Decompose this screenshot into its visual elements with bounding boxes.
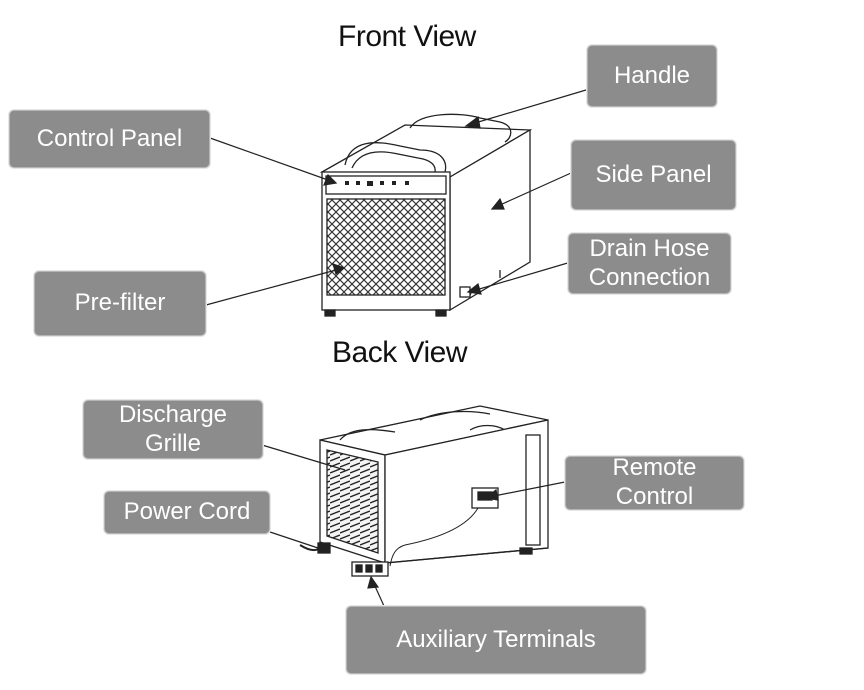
control-panel-leader xyxy=(209,137,329,181)
discharge-grille-leader xyxy=(261,444,346,471)
front-unit xyxy=(319,113,533,317)
back-view-title: Back View xyxy=(332,336,468,369)
remote-control-callout: Remote Control xyxy=(565,454,744,510)
control-panel-callout: Control Panel xyxy=(9,110,210,168)
pre-filter-leader xyxy=(205,269,337,306)
handle-leader xyxy=(474,89,587,124)
leader-lines xyxy=(205,89,587,607)
side-panel-callout: Side Panel xyxy=(571,140,736,210)
drain-hose-callout: Drain Hose Connection xyxy=(568,233,731,294)
power-cord-callout: Power Cord xyxy=(104,491,270,534)
discharge-grille-shape xyxy=(326,449,379,554)
pre-filter-callout: Pre-filter xyxy=(34,271,206,336)
remote-control-leader xyxy=(493,481,566,497)
auxiliary-terminals-callout: Auxiliary Terminals xyxy=(346,606,646,674)
handle-callout: Handle xyxy=(587,45,717,107)
discharge-grille-callout: Discharge Grille xyxy=(83,400,263,459)
handle-shape xyxy=(344,113,512,173)
control-panel-shape xyxy=(325,175,447,195)
auxiliary-terminals-shape xyxy=(351,561,389,577)
side-panel-leader xyxy=(499,172,572,206)
back-unit xyxy=(299,405,549,577)
power-cord-leader xyxy=(269,531,319,549)
front-view-title: Front View xyxy=(338,20,476,53)
drain-hose-leader xyxy=(475,261,572,291)
pre-filter-shape xyxy=(326,198,446,296)
